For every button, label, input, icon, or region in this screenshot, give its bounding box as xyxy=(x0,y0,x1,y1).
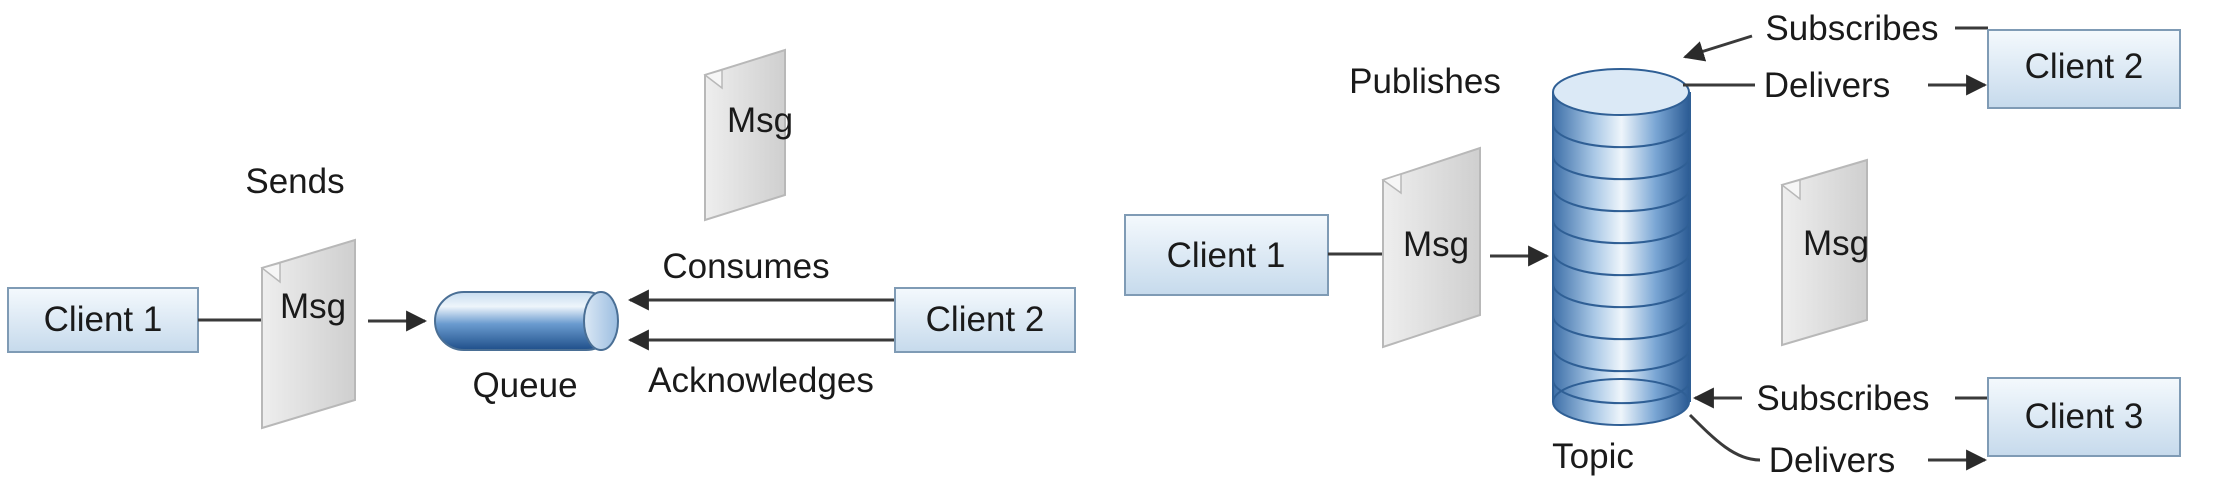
topic-cylinder xyxy=(1552,68,1691,426)
consumes-label: Consumes xyxy=(662,247,829,286)
subscriber-client-3-box[interactable]: Client 3 xyxy=(1987,377,2181,457)
queue-label: Queue xyxy=(472,366,577,405)
floating-message-label: Msg xyxy=(727,101,793,140)
sender-client-label: Client 1 xyxy=(44,300,163,339)
published-message-doc: Msg xyxy=(1381,146,1481,349)
subscribes-label-top: Subscribes xyxy=(1765,9,1938,48)
subscriber-client-3-label: Client 3 xyxy=(2025,397,2144,436)
subscribe-arrow-top xyxy=(1682,34,1753,62)
sends-label: Sends xyxy=(245,162,344,201)
point-to-point-section: Msg Sends Client 1 Msg Queue Consumes xyxy=(7,48,1076,430)
floating-topic-message-doc: Msg xyxy=(1780,158,1869,347)
acknowledges-label: Acknowledges xyxy=(648,361,874,400)
publishes-label: Publishes xyxy=(1349,62,1501,101)
floating-topic-message-label: Msg xyxy=(1803,224,1869,263)
sent-message-doc: Msg xyxy=(260,238,356,430)
subscribes-label-bottom: Subscribes xyxy=(1756,379,1929,418)
sent-message-label: Msg xyxy=(280,287,346,326)
receiver-client-box[interactable]: Client 2 xyxy=(894,287,1076,353)
sender-client-box[interactable]: Client 1 xyxy=(7,287,199,353)
queue-pipe xyxy=(434,291,619,351)
delivers-label-top: Delivers xyxy=(1764,66,1890,105)
delivers-label-bottom: Delivers xyxy=(1769,441,1895,480)
publisher-client-label: Client 1 xyxy=(1167,236,1286,275)
subscriber-client-2-label: Client 2 xyxy=(2025,47,2144,86)
publish-subscribe-section: Publishes Client 1 Msg xyxy=(1124,9,2181,480)
topic-label: Topic xyxy=(1552,437,1634,476)
subscriber-client-2-box[interactable]: Client 2 xyxy=(1987,29,2181,109)
publisher-client-box[interactable]: Client 1 xyxy=(1124,214,1329,296)
deliver-line-bottom xyxy=(1688,413,1761,462)
floating-message-doc: Msg xyxy=(703,48,793,222)
published-message-label: Msg xyxy=(1403,225,1469,264)
receiver-client-label: Client 2 xyxy=(926,300,1045,339)
